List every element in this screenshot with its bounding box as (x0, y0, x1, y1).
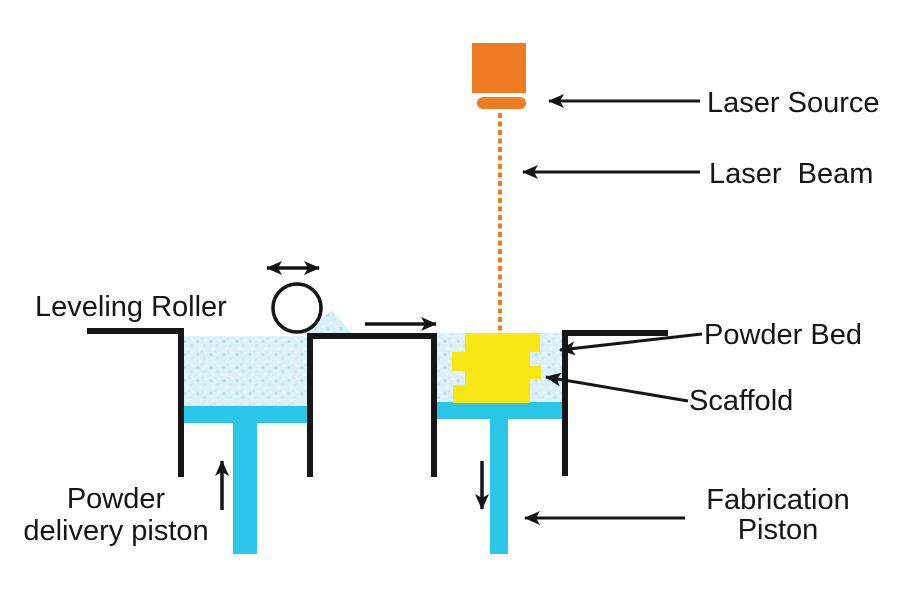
label-scaffold: Scaffold (689, 385, 793, 417)
powder-mound (302, 310, 353, 335)
laser-lens (477, 97, 526, 109)
label-powder-delivery-line2: delivery piston (23, 515, 208, 547)
delivery-piston-stem (233, 421, 257, 554)
leveling-roller-circle (271, 282, 323, 334)
fabrication-piston-platform (437, 402, 562, 419)
scaffold-shape (452, 333, 541, 403)
label-leveling-roller: Leveling Roller (35, 291, 227, 323)
fabrication-piston-stem (490, 417, 508, 554)
label-laser-beam: Laser Beam (709, 158, 873, 190)
build-chamber-right-wall (562, 330, 668, 476)
scaffold-pointer-arrow (545, 372, 689, 403)
laser-source-body (472, 43, 526, 93)
label-powder-bed: Powder Bed (704, 319, 862, 351)
label-laser-source: Laser Source (707, 87, 880, 119)
center-divider-wall (307, 333, 437, 477)
powder-supply-bed (184, 336, 307, 406)
label-powder-delivery-line1: Powder (67, 483, 166, 515)
label-fabrication-piston-line1: Fabrication (706, 484, 849, 516)
label-fabrication-piston-line2: Piston (738, 514, 819, 546)
delivery-chamber-left-wall (87, 328, 184, 477)
powder-bed-pointer-arrow (559, 332, 703, 356)
delivery-piston-platform (184, 406, 307, 423)
